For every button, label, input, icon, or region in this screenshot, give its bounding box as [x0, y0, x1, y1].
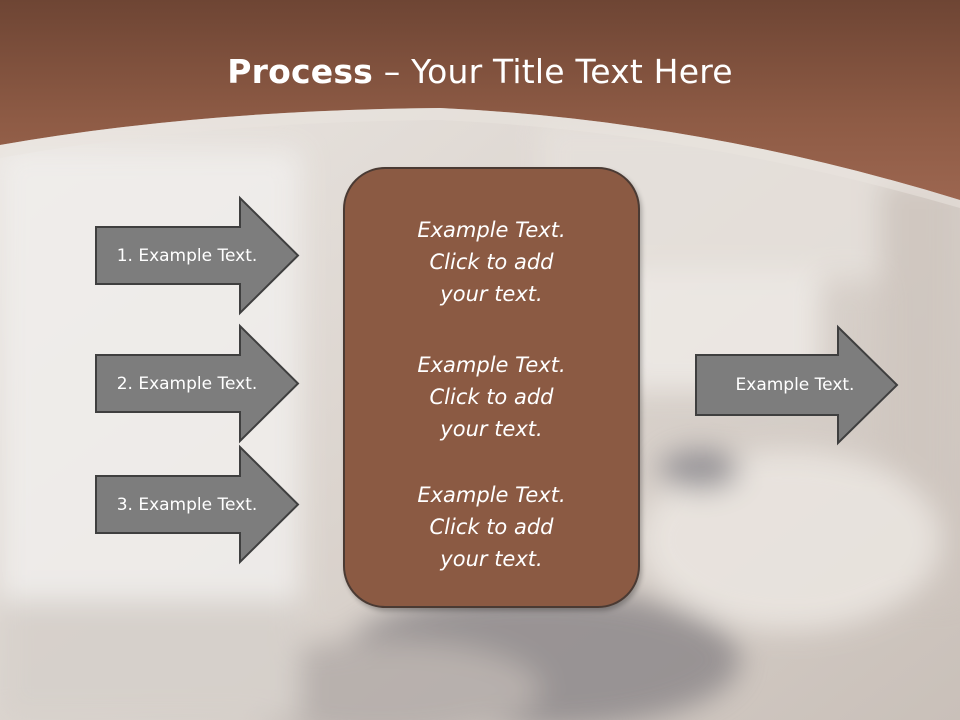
arrow-shape [95, 323, 300, 444]
right-arrow[interactable]: Example Text. [695, 324, 899, 446]
center-text-box[interactable]: Example Text. Click to add your text. Ex… [343, 167, 640, 608]
center-paragraph-3-line1: Example Text. [417, 483, 566, 507]
left-arrow-3[interactable]: 3. Example Text. [95, 444, 300, 565]
right-arrow-label: Example Text. [735, 375, 855, 395]
center-paragraph-3: Example Text. Click to add your text. [345, 479, 638, 575]
left-arrow-2[interactable]: 2. Example Text. [95, 323, 300, 444]
left-arrow-1-label: 1. Example Text. [116, 245, 258, 266]
center-paragraph-2-line1: Example Text. [417, 353, 566, 377]
left-arrow-2-label: 2. Example Text. [116, 373, 258, 394]
center-paragraph-2-line3: your text. [440, 417, 543, 441]
center-paragraph-2: Example Text. Click to add your text. [345, 349, 638, 445]
slide-title: Process – Your Title Text Here [0, 52, 960, 91]
title-rest: – Your Title Text Here [373, 52, 733, 91]
center-paragraph-3-line2: Click to add [429, 515, 554, 539]
left-arrow-1[interactable]: 1. Example Text. [95, 195, 300, 316]
center-paragraph-2-line2: Click to add [429, 385, 554, 409]
center-paragraph-1: Example Text. Click to add your text. [345, 214, 638, 310]
arrow-shape [95, 444, 300, 565]
arrow-shape [95, 195, 300, 316]
title-bold: Process [227, 52, 374, 91]
left-arrow-3-label: 3. Example Text. [116, 494, 258, 515]
center-paragraph-3-line3: your text. [440, 547, 543, 571]
center-paragraph-1-line1: Example Text. [417, 218, 566, 242]
arrow-shape [695, 324, 899, 446]
center-paragraph-1-line2: Click to add [429, 250, 554, 274]
center-paragraph-1-line3: your text. [440, 282, 543, 306]
